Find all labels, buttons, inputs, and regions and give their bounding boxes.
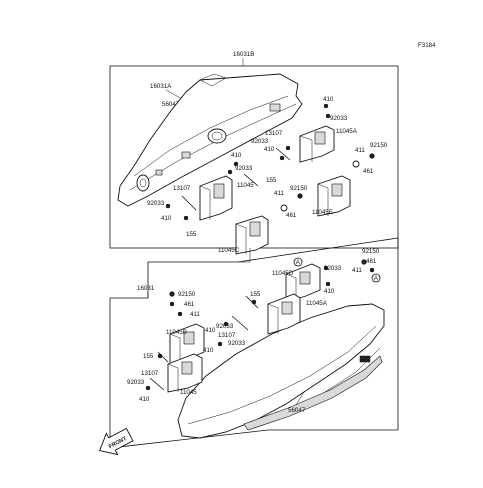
part-label: 13107	[173, 185, 191, 192]
top-part-labels: 410 92033 13107 11045A 92033 410 410 920…	[147, 96, 388, 254]
bottom-part-labels: 92150 461 411 11045D 92033 410 155 11045…	[127, 248, 380, 403]
part-label: 92033	[251, 138, 269, 145]
part-label: 92033	[330, 115, 348, 122]
part-label: 13107	[218, 332, 236, 339]
bottom-bracket-11045A	[267, 293, 301, 335]
part-label: 461	[363, 168, 374, 175]
top-pad-label: 56047A	[162, 101, 184, 108]
part-label: 92033	[324, 265, 342, 272]
part-label: 11045A	[336, 128, 358, 135]
top-bracket-11045C	[235, 215, 269, 255]
part-label: 410	[231, 152, 242, 159]
part-label: 11045	[237, 182, 254, 189]
part-label: 155	[266, 177, 277, 184]
figure-code: F3184	[418, 42, 436, 49]
part-label: 411	[352, 267, 362, 274]
callout-a-right-letter: A	[374, 275, 379, 282]
part-label: 461	[184, 301, 195, 308]
top-fasteners	[165, 103, 375, 221]
front-arrow-icon: FRONT	[99, 427, 134, 456]
part-label: 461	[286, 212, 297, 219]
top-cover-label: 16031A	[150, 83, 172, 90]
part-label: 461	[366, 258, 377, 265]
part-label: 410	[161, 215, 172, 222]
part-label: 411	[190, 311, 200, 318]
part-label: 11045B	[166, 329, 187, 336]
top-group-label: 16031B	[233, 51, 254, 58]
part-label: 92150	[362, 248, 380, 255]
top-seat-cover	[117, 73, 303, 207]
part-label: 155	[143, 353, 154, 360]
bottom-pad-label: 56047	[288, 407, 306, 414]
callout-a-right: A	[371, 273, 381, 283]
part-label: 92033	[228, 340, 246, 347]
part-label: 11045D	[272, 270, 294, 277]
callout-a-top: A	[293, 257, 303, 267]
top-bracket-11045	[199, 175, 233, 221]
part-label: 13107	[265, 130, 283, 137]
part-label: 410	[264, 146, 275, 153]
callout-a-top-letter: A	[296, 259, 301, 266]
part-label: 11045A	[306, 300, 328, 307]
part-label: 11045	[180, 389, 197, 396]
bottom-group-frame	[109, 237, 399, 449]
part-label: 92033	[216, 323, 234, 330]
bottom-group-label: 16031	[137, 285, 155, 292]
part-label: 11045C	[218, 247, 240, 254]
part-label: 410	[323, 96, 334, 103]
top-bracket-11045E	[317, 175, 351, 217]
part-label: 410	[139, 396, 150, 403]
bottom-fasteners	[145, 259, 375, 391]
part-label: 410	[324, 288, 335, 295]
part-label: 92033	[147, 200, 165, 207]
part-label: 410	[203, 347, 214, 354]
part-label: 92150	[178, 291, 196, 298]
part-label: 92150	[370, 142, 388, 149]
bottom-bracket-11045B	[169, 323, 205, 365]
part-label: 13107	[141, 370, 159, 377]
bottom-seat-cover	[177, 303, 385, 439]
part-label: 155	[250, 291, 261, 298]
part-label: 92150	[290, 185, 308, 192]
part-label: 11045E	[312, 209, 333, 216]
top-bracket-11045A	[299, 125, 335, 163]
part-label: 410	[205, 327, 216, 334]
part-label: 92033	[127, 379, 145, 386]
part-label: 92033	[235, 165, 253, 172]
part-label: 155	[186, 231, 197, 238]
part-label: 411	[274, 190, 284, 197]
bottom-bracket-11045	[167, 353, 203, 393]
part-label: 411	[355, 147, 365, 154]
